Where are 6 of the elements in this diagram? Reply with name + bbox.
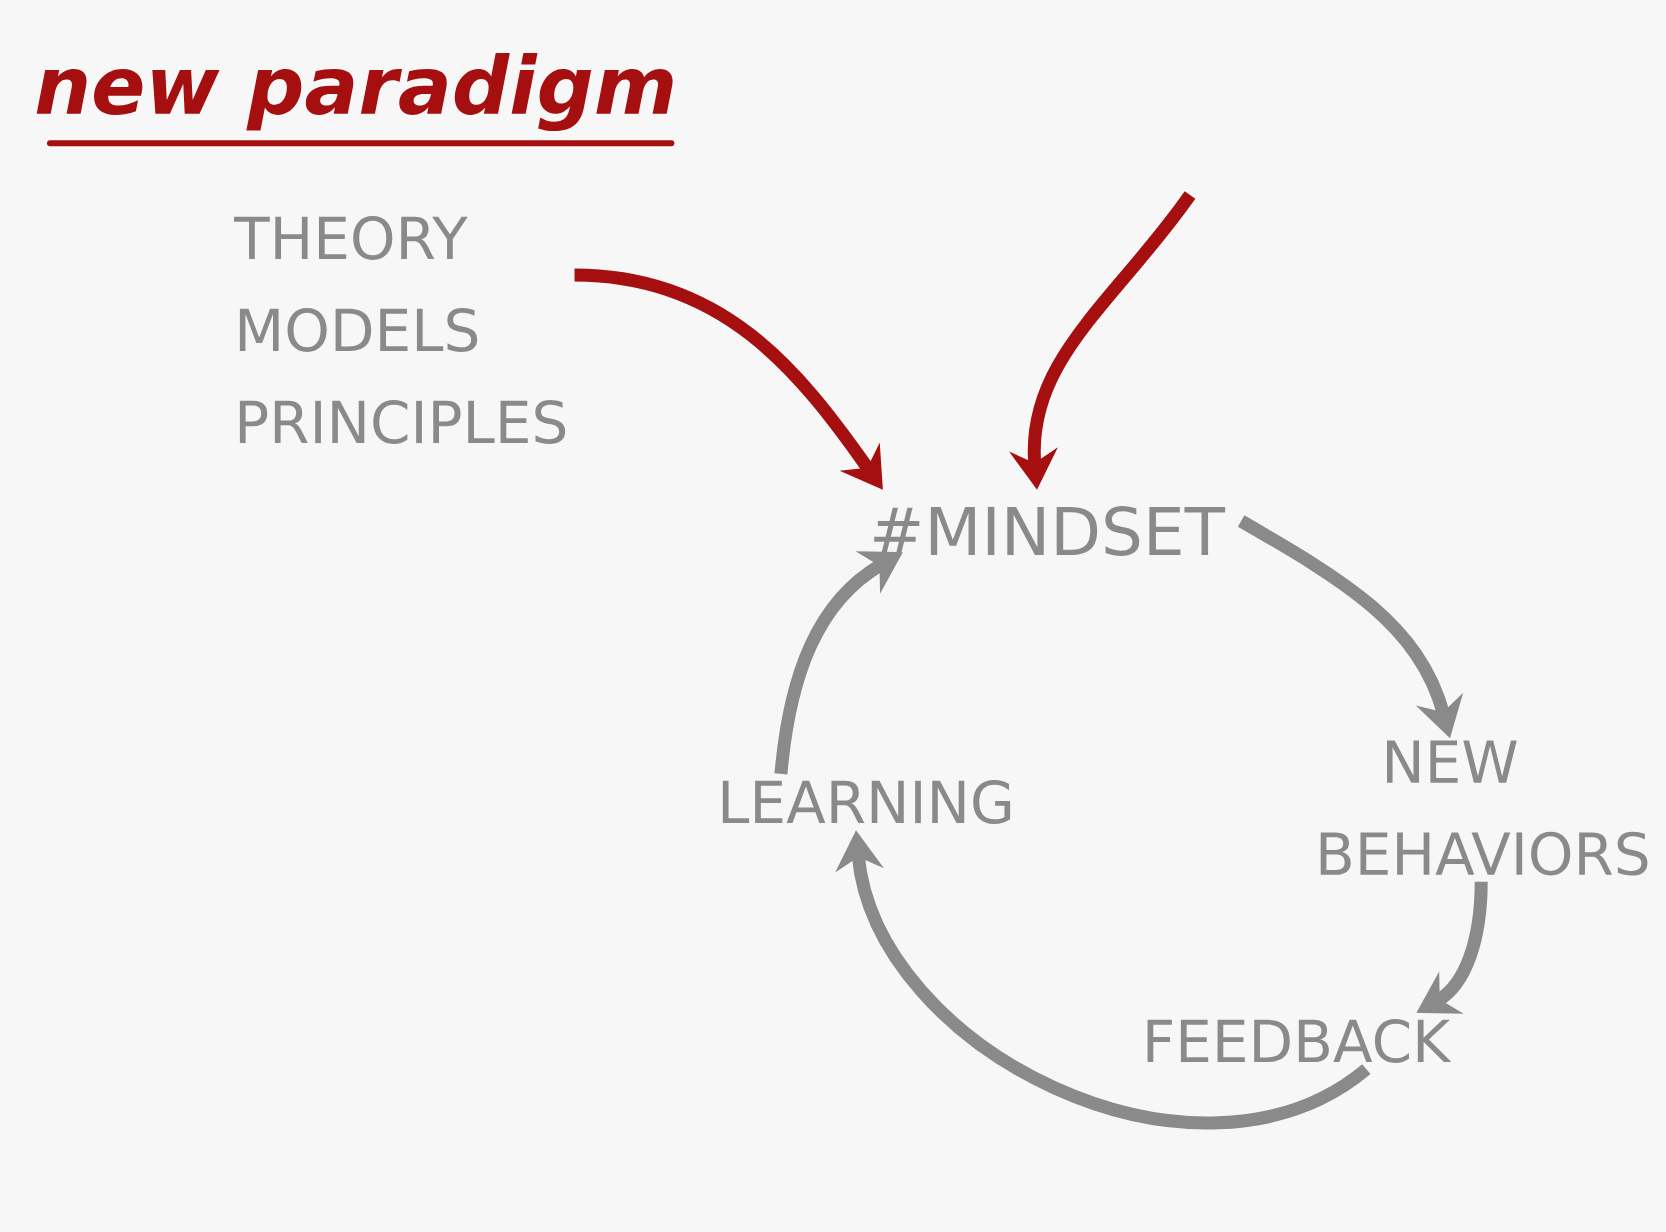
handwritten-list: THEORY MODELS PRINCIPLES (234, 216, 566, 444)
handwritten-label: LEARNING (722, 780, 1011, 824)
handwritten-label: FEEDBACK (1147, 1019, 1452, 1063)
handwritten-label: NEW BEHAVIORS (1320, 740, 1648, 876)
title: new paradigm (36, 52, 675, 147)
handwritten-label: #MINDSET (874, 506, 1226, 556)
